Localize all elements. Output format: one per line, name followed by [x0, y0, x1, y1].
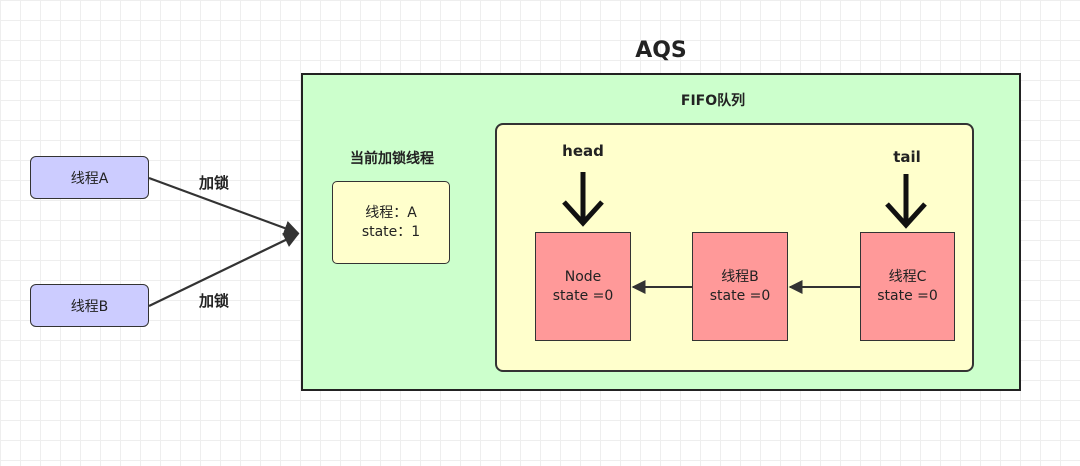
- current-lock-box: 线程：A state：1: [332, 181, 450, 264]
- current-lock-state: state：1: [361, 223, 421, 240]
- aqs-title: AQS: [635, 38, 687, 63]
- thread-a-label: 线程A: [70, 170, 109, 187]
- node-c-state: state =0: [877, 287, 938, 304]
- queue-node-thread-c: 线程C state =0: [860, 232, 955, 341]
- thread-b-label: 线程B: [70, 298, 109, 315]
- lock-label-b: 加锁: [199, 292, 230, 310]
- lock-arrow-thread-b: [148, 233, 300, 307]
- fifo-title: FIFO队列: [680, 93, 746, 109]
- tail-pointer-arrow-icon: [885, 174, 927, 229]
- head-label: head: [562, 142, 604, 160]
- node-b-state: state =0: [709, 287, 771, 304]
- thread-b-box: 线程B: [30, 284, 149, 327]
- lock-label-a: 加锁: [199, 174, 230, 192]
- node-c-title: 线程C: [888, 268, 927, 285]
- node-head-title: Node: [564, 268, 602, 285]
- queue-node-head: Node state =0: [535, 232, 631, 341]
- node-head-state: state =0: [552, 287, 614, 304]
- lock-arrow-thread-a: [148, 176, 300, 236]
- thread-a-box: 线程A: [30, 156, 149, 199]
- queue-node-thread-b: 线程B state =0: [692, 232, 788, 341]
- current-lock-heading: 当前加锁线程: [350, 151, 434, 167]
- head-pointer-arrow-icon: [562, 172, 604, 227]
- current-lock-thread: 线程：A: [365, 204, 417, 221]
- node-b-title: 线程B: [721, 268, 759, 285]
- tail-label: tail: [893, 148, 921, 166]
